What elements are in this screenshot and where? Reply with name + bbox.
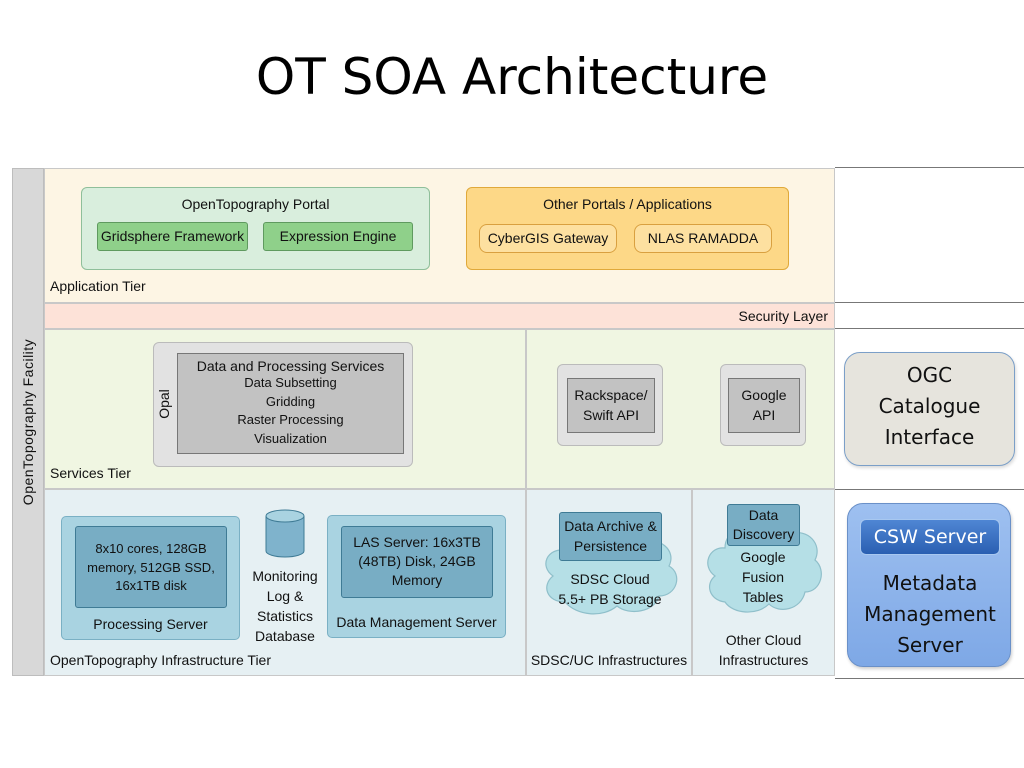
processing-server-label: Processing Server xyxy=(93,616,208,632)
fusion-line: Fusion xyxy=(741,569,785,585)
db-line: Log & xyxy=(266,588,304,604)
archive-line: Data Archive & xyxy=(564,518,657,534)
opal-container: Opal Data and Processing Services Data S… xyxy=(153,342,413,467)
spec-line: LAS Server: 16x3TB xyxy=(353,534,481,550)
spec-line: 16x1TB disk xyxy=(115,578,187,593)
gridsphere-framework: Gridsphere Framework xyxy=(97,222,248,251)
data-archive-persistence: Data Archive & Persistence xyxy=(559,512,662,561)
divider-line xyxy=(835,302,1024,303)
data-discovery: Data Discovery xyxy=(727,504,800,546)
ogc-catalogue-interface: OGC Catalogue Interface xyxy=(844,352,1015,466)
data-processing-services: Data and Processing Services Data Subset… xyxy=(177,353,404,454)
db-line: Monitoring xyxy=(252,568,318,584)
google-api-line: API xyxy=(752,407,776,423)
services-tier-label: Services Tier xyxy=(50,465,131,481)
fusion-line: Tables xyxy=(742,589,784,605)
security-layer xyxy=(44,303,835,329)
archive-line: Persistence xyxy=(573,538,648,554)
facility-bar: OpenTopography Facility xyxy=(12,168,44,676)
other-portals-title: Other Portals / Applications xyxy=(543,196,712,212)
opal-label: Opal xyxy=(156,389,172,419)
google-api-container: Google API xyxy=(720,364,806,446)
discovery-line: Discovery xyxy=(732,526,795,542)
other-cloud-line: Infrastructures xyxy=(718,652,809,668)
database-icon xyxy=(265,509,305,558)
metadata-management-server: CSW Server Metadata Management Server xyxy=(847,503,1011,667)
facility-label: OpenTopography Facility xyxy=(20,338,36,506)
sdsc-cloud-label: SDSC Cloud 5.5+ PB Storage xyxy=(546,569,674,609)
cybergis-gateway: CyberGIS Gateway xyxy=(479,224,617,253)
service-item: Gridding xyxy=(265,393,316,409)
metadata-management-label: Metadata Management Server xyxy=(848,568,1012,661)
infrastructure-tier-label: OpenTopography Infrastructure Tier xyxy=(50,652,272,668)
rackspace-line: Rackspace/ xyxy=(574,387,648,403)
db-line: Database xyxy=(255,628,315,644)
other-cloud-line: Other Cloud xyxy=(725,632,802,648)
google-api: Google API xyxy=(728,378,800,433)
ogc-line: OGC xyxy=(906,363,953,387)
ogc-line: Catalogue xyxy=(878,394,981,418)
rackspace-swift-api: Rackspace/ Swift API xyxy=(567,378,655,433)
discovery-line: Data xyxy=(748,507,779,523)
rackspace-container: Rackspace/ Swift API xyxy=(557,364,663,446)
db-line: Statistics xyxy=(256,608,313,624)
spec-line: Memory xyxy=(391,572,443,588)
mms-line: Server xyxy=(897,633,963,657)
processing-server-specs: 8x10 cores, 128GB memory, 512GB SSD, 16x… xyxy=(75,526,227,608)
services-title: Data and Processing Services xyxy=(196,358,385,374)
service-item: Raster Processing xyxy=(237,412,344,427)
processing-server: 8x10 cores, 128GB memory, 512GB SSD, 16x… xyxy=(61,516,240,640)
portal-title: OpenTopography Portal xyxy=(181,196,330,212)
rackspace-line: Swift API xyxy=(582,407,640,423)
spec-line: (48TB) Disk, 24GB xyxy=(358,553,476,569)
sdsc-label: SDSC/UC Infrastructures xyxy=(530,652,688,668)
spec-line: memory, 512GB SSD, xyxy=(87,559,215,575)
mms-line: Metadata xyxy=(882,571,978,595)
cloud-line: 5.5+ PB Storage xyxy=(558,591,662,607)
opentopography-portal: OpenTopography Portal Gridsphere Framewo… xyxy=(81,187,430,270)
service-item: Data Subsetting xyxy=(244,375,337,390)
monitoring-database-label: Monitoring Log & Statistics Database xyxy=(240,566,330,646)
divider-line xyxy=(835,678,1024,679)
service-item: Visualization xyxy=(254,430,327,446)
security-layer-label: Security Layer xyxy=(738,308,828,324)
divider-line xyxy=(835,167,1024,168)
data-management-server: LAS Server: 16x3TB (48TB) Disk, 24GB Mem… xyxy=(327,515,506,638)
application-tier-label: Application Tier xyxy=(50,278,146,294)
cloud-line: SDSC Cloud xyxy=(570,571,650,587)
google-fusion-tables: Google Fusion Tables xyxy=(718,547,808,607)
csw-server: CSW Server xyxy=(860,519,1000,555)
fusion-line: Google xyxy=(740,549,786,565)
divider-line xyxy=(835,489,1024,490)
slide-title: OT SOA Architecture xyxy=(255,48,769,106)
other-cloud-label: Other Cloud Infrastructures xyxy=(692,630,835,670)
google-api-line: Google xyxy=(741,387,787,403)
mms-line: Management xyxy=(864,602,996,626)
nlas-ramadda: NLAS RAMADDA xyxy=(634,224,772,253)
spec-line: 8x10 cores, 128GB xyxy=(95,541,207,556)
ogc-line: Interface xyxy=(884,425,975,449)
expression-engine: Expression Engine xyxy=(263,222,413,251)
divider-line xyxy=(835,328,1024,329)
data-management-specs: LAS Server: 16x3TB (48TB) Disk, 24GB Mem… xyxy=(341,526,493,598)
data-management-label: Data Management Server xyxy=(336,614,497,630)
other-portals: Other Portals / Applications CyberGIS Ga… xyxy=(466,187,789,270)
